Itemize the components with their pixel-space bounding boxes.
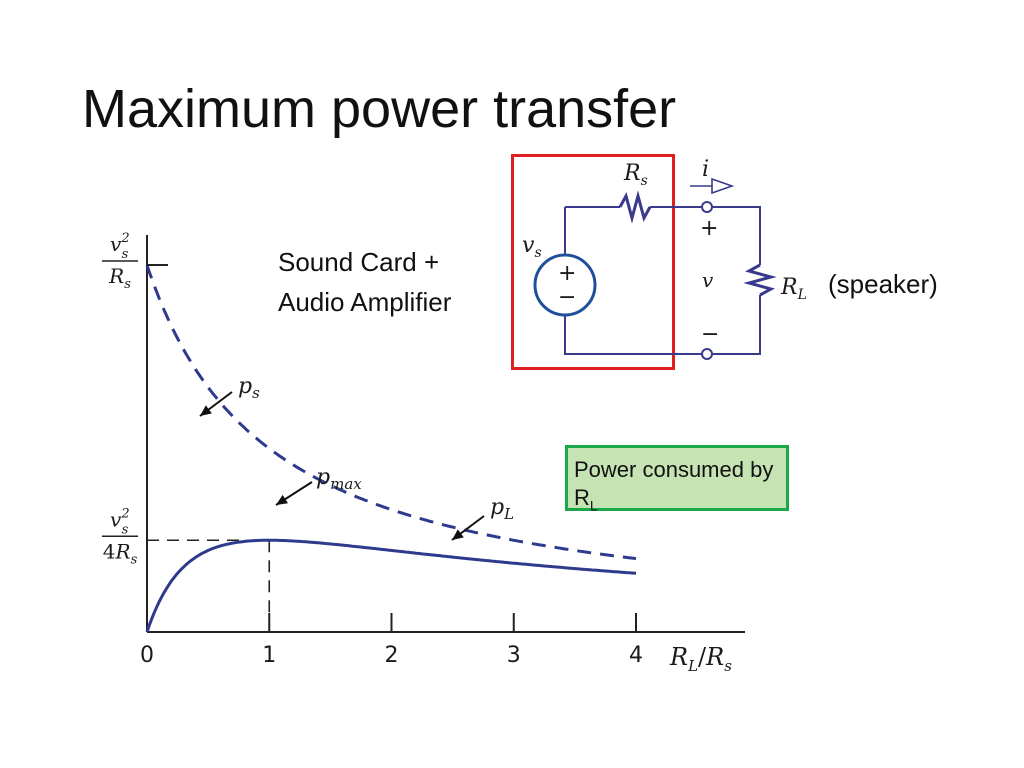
x-tick-label: 2 bbox=[385, 643, 399, 668]
chart-annotations: ps pmax pL bbox=[199, 374, 514, 541]
x-tick-label: 3 bbox=[507, 643, 521, 668]
x-axis-label: RL/Rs bbox=[669, 643, 732, 675]
series-p-L bbox=[145, 538, 637, 633]
source-label: vs bbox=[522, 233, 542, 261]
current-arrow-icon bbox=[690, 177, 735, 195]
annotation-arrowhead-ps bbox=[200, 405, 212, 416]
current-label: i bbox=[702, 157, 709, 182]
page-title: Maximum power transfer bbox=[82, 79, 677, 139]
annotation-arrowhead-pl bbox=[452, 529, 464, 540]
annotation-ps: ps bbox=[238, 374, 260, 402]
rs-label: Rs bbox=[623, 161, 648, 189]
terminal-plus: + bbox=[700, 216, 718, 241]
rl-resistor bbox=[743, 263, 777, 297]
annotation-arrowhead-pmax bbox=[276, 494, 288, 505]
y-tick-label-denominator: 4Rs bbox=[103, 539, 138, 567]
chart-guides bbox=[147, 539, 271, 632]
series-p-s bbox=[145, 264, 637, 561]
x-tick-label: 4 bbox=[629, 643, 643, 668]
wire-bottom-left bbox=[564, 315, 702, 355]
callout-subscript: L bbox=[589, 497, 598, 514]
terminal-top bbox=[701, 201, 713, 213]
power-consumed-callout: Power consumed by RL bbox=[565, 445, 789, 514]
rs-resistor bbox=[618, 190, 652, 224]
source-minus: − bbox=[558, 285, 576, 310]
terminal-minus: − bbox=[701, 322, 719, 347]
terminal-bottom bbox=[701, 348, 713, 360]
x-tick-label: 1 bbox=[262, 643, 276, 668]
voltage-source-icon bbox=[533, 253, 597, 317]
rl-label: RL bbox=[780, 275, 807, 303]
sound-card-label-line2: Audio Amplifier bbox=[278, 287, 452, 317]
callout-text: Power consumed by R bbox=[574, 457, 774, 510]
chart-series bbox=[145, 264, 637, 633]
sound-card-label: Sound Card + Audio Amplifier bbox=[278, 242, 451, 322]
annotation-pmax: pmax bbox=[316, 465, 362, 493]
wire-top-to-load bbox=[713, 206, 761, 265]
sound-card-label-line1: Sound Card + bbox=[278, 247, 440, 277]
x-tick-label: 0 bbox=[140, 643, 154, 668]
wire-load-bottom bbox=[713, 295, 761, 355]
y-tick-label-denominator: Rs bbox=[108, 264, 131, 292]
speaker-label: (speaker) bbox=[828, 269, 938, 299]
chart-ticks: 0 1 2 3 4 bbox=[140, 264, 643, 668]
source-plus: + bbox=[558, 261, 576, 286]
chart-axes bbox=[146, 235, 745, 633]
voltage-label: v bbox=[702, 268, 714, 292]
sound-card-highlight-box bbox=[511, 154, 675, 370]
annotation-pl: pL bbox=[490, 495, 514, 523]
